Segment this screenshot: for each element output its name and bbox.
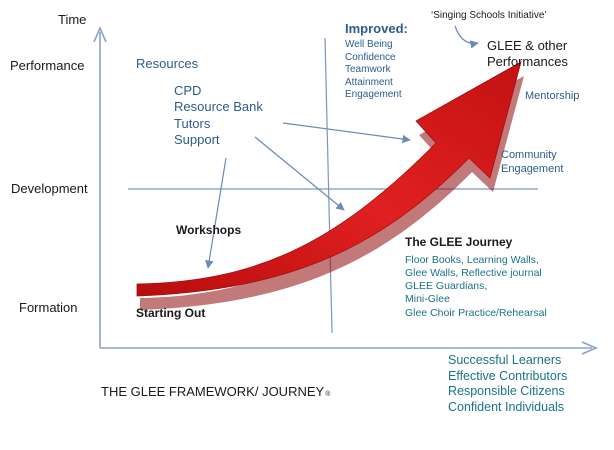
outcome-item: Effective Contributors bbox=[448, 368, 568, 383]
improved-item: Confidence bbox=[345, 51, 396, 63]
axis-label-performance: Performance bbox=[10, 58, 85, 73]
outcomes-list: Successful Learners Effective Contributo… bbox=[448, 353, 567, 416]
pointer-initiative-curve bbox=[454, 25, 479, 49]
outcome-item: Confident Individuals bbox=[448, 399, 565, 414]
outcome-item: Responsible Citizens bbox=[448, 384, 565, 399]
y-axis-arrowhead bbox=[93, 25, 107, 43]
singing-schools-initiative: ‘Singing Schools Initiative’ bbox=[431, 10, 547, 21]
resources-item: CPD bbox=[174, 83, 202, 98]
journey-item: Floor Books, Learning Walls, bbox=[405, 254, 539, 266]
community-engagement-label: Community Engagement bbox=[501, 148, 563, 177]
journey-item: Mini-Glee bbox=[405, 293, 450, 306]
pointer-support-to-arrow bbox=[254, 136, 345, 211]
diagram-title: THE GLEE FRAMEWORK/ JOURNEY® bbox=[101, 384, 331, 400]
axis-label-formation: Formation bbox=[19, 300, 78, 315]
resources-item: Tutors bbox=[174, 115, 211, 131]
improved-list: Well Being Confidence Teamwork Attainmen… bbox=[345, 39, 402, 102]
improved-heading: Improved: bbox=[345, 21, 408, 36]
journey-list: Floor Books, Learning Walls, Glee Walls,… bbox=[405, 254, 547, 320]
registered-mark: ® bbox=[325, 391, 331, 398]
vertical-guide-line bbox=[324, 37, 333, 334]
journey-heading: The GLEE Journey bbox=[405, 235, 513, 249]
mentorship-label: Mentorship bbox=[525, 90, 580, 102]
improved-item: Well Being bbox=[345, 39, 393, 50]
performances-line: GLEE & other bbox=[487, 38, 568, 53]
resources-item: Support bbox=[174, 131, 220, 147]
resources-item: Resource Bank bbox=[174, 99, 263, 115]
community-line: Community bbox=[501, 149, 557, 161]
performances-line: Performances bbox=[487, 53, 568, 69]
community-line: Engagement bbox=[501, 163, 564, 176]
performances-label: GLEE & other Performances bbox=[487, 38, 568, 69]
improved-item: Engagement bbox=[345, 89, 402, 100]
resources-heading: Resources bbox=[136, 56, 199, 71]
journey-arrow bbox=[136, 61, 522, 297]
starting-out-label: Starting Out bbox=[136, 306, 206, 320]
x-axis-arrowhead bbox=[581, 341, 599, 355]
outcome-item: Successful Learners bbox=[448, 353, 562, 367]
workshops-label: Workshops bbox=[176, 223, 242, 237]
improved-item: Teamwork bbox=[345, 64, 391, 75]
improved-item: Attainment bbox=[345, 76, 393, 88]
pointer-resources-to-arrow bbox=[282, 122, 411, 144]
axis-label-time: Time bbox=[58, 12, 87, 27]
journey-item: Glee Walls, Reflective journal bbox=[405, 267, 542, 280]
journey-item: GLEE Guardians, bbox=[405, 280, 488, 293]
axis-label-development: Development bbox=[11, 181, 88, 196]
pointer-resources-to-workshops bbox=[205, 157, 227, 269]
journey-item: Glee Choir Practice/Rehearsal bbox=[405, 306, 547, 319]
resources-list: CPD Resource Bank Tutors Support bbox=[174, 83, 263, 148]
diagram-title-text: THE GLEE FRAMEWORK/ JOURNEY bbox=[101, 384, 325, 399]
